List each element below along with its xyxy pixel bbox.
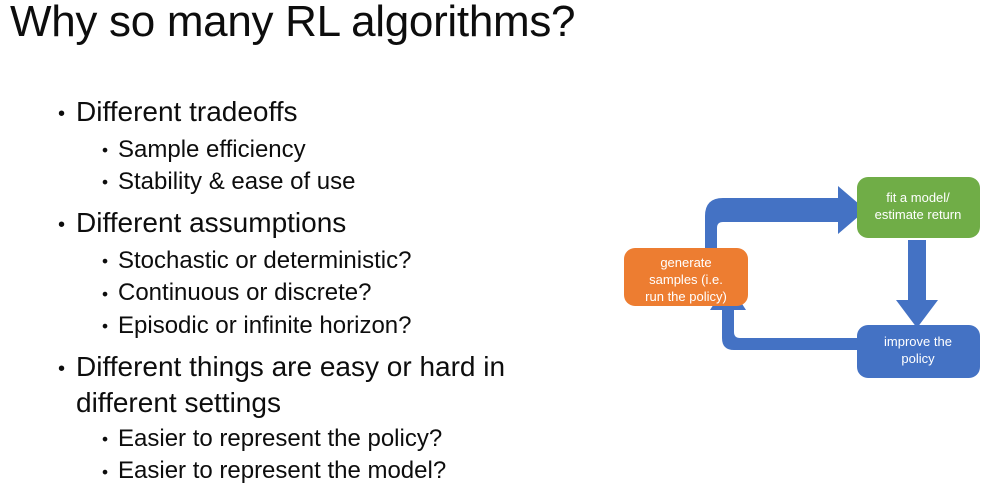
node-label-line: samples (i.e. <box>649 272 723 287</box>
diagram-node-fit-model[interactable]: fit a model/ estimate return <box>857 177 980 238</box>
bullet-item-level2: • Easier to represent the policy? <box>102 423 578 455</box>
bullet-marker-icon: • <box>102 429 109 450</box>
bullet-marker-icon: • <box>58 357 66 380</box>
bullet-marker-icon: • <box>102 139 109 160</box>
bullet-marker-icon: • <box>58 213 66 236</box>
arrow-generate-to-fit-group <box>705 186 866 253</box>
bullet-item-level2: • Easier to represent the model? <box>102 455 578 487</box>
bullet-text: Easier to represent the model? <box>118 457 447 485</box>
node-label-line: generate <box>660 255 711 270</box>
bullet-text: Sample efficiency <box>118 135 306 163</box>
bullet-marker-icon: • <box>58 102 66 125</box>
bullet-item-level2: • Continuous or discrete? <box>102 277 578 309</box>
bullet-group: • Different tradeoffs • Sample efficienc… <box>58 94 578 198</box>
bullet-text: Stability & ease of use <box>118 167 356 195</box>
node-label-line: fit a model/ <box>886 190 950 205</box>
bullet-item-level1: • Different tradeoffs <box>58 94 578 132</box>
diagram-node-generate-samples[interactable]: generate samples (i.e. run the policy) <box>624 248 748 306</box>
bullet-item-level2: • Stochastic or deterministic? <box>102 245 578 277</box>
bullet-group: • Different things are easy or hard in d… <box>58 349 578 488</box>
bullet-item-level1: • Different assumptions <box>58 205 578 243</box>
bullet-group: • Different assumptions • Stochastic or … <box>58 205 578 342</box>
bullet-item-level1: • Different things are easy or hard in d… <box>58 349 578 421</box>
bullet-marker-icon: • <box>102 461 109 482</box>
node-label-line: run the policy) <box>645 289 727 304</box>
bullet-text: Continuous or discrete? <box>118 279 372 307</box>
bullet-text: Stochastic or deterministic? <box>118 246 412 274</box>
bullet-item-level2: • Sample efficiency <box>102 134 578 166</box>
node-label-line: improve the <box>884 334 952 349</box>
bullet-marker-icon: • <box>102 283 109 304</box>
rl-cycle-diagram: generate samples (i.e. run the policy) f… <box>600 160 998 400</box>
bullet-marker-icon: • <box>102 172 109 193</box>
bullet-marker-icon: • <box>102 316 109 337</box>
bullet-text: Different tradeoffs <box>76 96 298 127</box>
bullet-list: • Different tradeoffs • Sample efficienc… <box>58 94 578 488</box>
page-title: Why so many RL algorithms? <box>10 0 576 46</box>
bullet-item-level2: • Episodic or infinite horizon? <box>102 310 578 342</box>
arrow-fit-to-improve <box>896 240 938 328</box>
node-label-line: estimate return <box>875 207 962 222</box>
bullet-text: Different assumptions <box>76 207 347 239</box>
bullet-text: Different things are easy or hard in dif… <box>76 351 506 419</box>
bullet-marker-icon: • <box>102 251 109 272</box>
bullet-text: Episodic or infinite horizon? <box>118 311 412 339</box>
diagram-node-improve-policy[interactable]: improve the policy <box>857 325 980 378</box>
bullet-text: Easier to represent the policy? <box>118 425 443 453</box>
bullet-item-level2: • Stability & ease of use <box>102 166 578 198</box>
node-label-line: policy <box>901 351 935 366</box>
